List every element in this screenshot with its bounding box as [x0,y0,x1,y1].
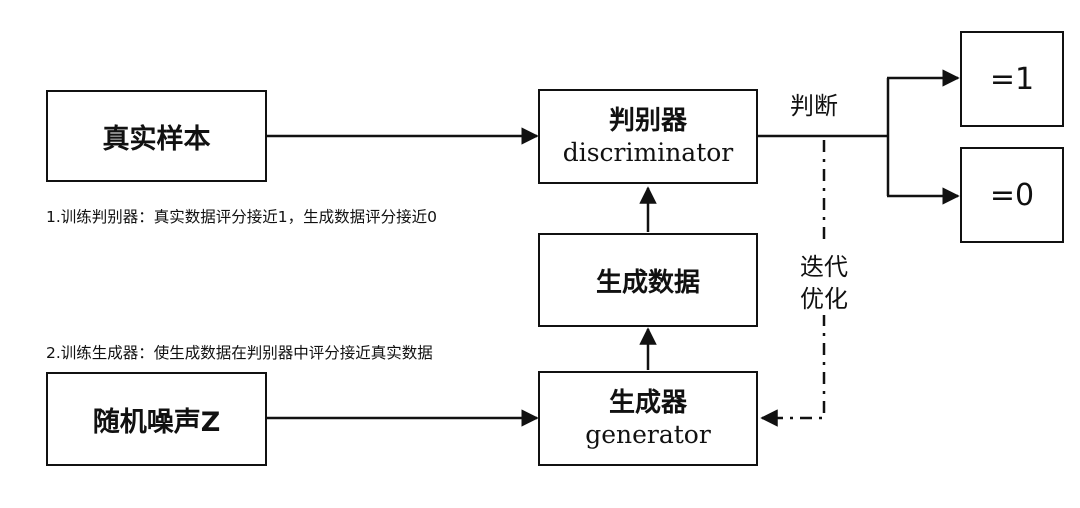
output-zero-box: =0 [960,147,1064,243]
generated-data-box: 生成数据 [538,233,758,327]
output-one-box: =1 [960,31,1064,127]
random-noise-box: 随机噪声Z [46,372,267,466]
iterate-label-line2: 优化 [798,278,850,315]
discriminator-box: 判别器 discriminator [538,89,758,184]
generator-label-en: generator [585,419,711,449]
feedback-dashdot-line [760,140,826,427]
output-zero-label: =0 [989,177,1035,213]
generated-data-label: 生成数据 [595,267,700,298]
output-one-label: =1 [989,61,1035,97]
discriminator-label-en: discriminator [562,137,734,167]
step1-note: 1.训练判别器：真实数据评分接近1，生成数据评分接近0 [46,208,438,226]
random-noise-label: 随机噪声Z [92,406,221,438]
real-samples-label: 真实样本 [102,123,211,155]
real-samples-box: 真实样本 [46,90,267,182]
step2-note: 2.训练生成器：使生成数据在判别器中评分接近真实数据 [46,344,433,362]
judge-label: 判断 [790,92,838,120]
discriminator-label-cn: 判别器 [608,105,687,136]
generator-label-cn: 生成器 [608,387,687,418]
iterate-label-line1: 迭代 [798,246,850,283]
generator-box: 生成器 generator [538,371,758,466]
